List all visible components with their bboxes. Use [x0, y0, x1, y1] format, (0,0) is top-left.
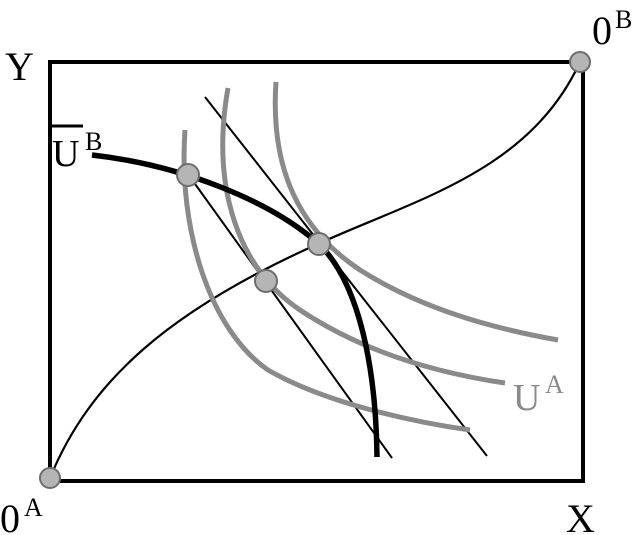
- ua-curve-1: [181, 129, 471, 433]
- origin-a-label: 0: [0, 496, 20, 535]
- ua-superscript: A: [545, 370, 564, 399]
- origin-b-label: 0: [592, 8, 612, 53]
- x-axis-label: X: [566, 496, 595, 535]
- point-origin-b: [569, 51, 591, 73]
- origin-a-superscript: A: [24, 493, 43, 522]
- ub-superscript: B: [85, 127, 102, 156]
- origin-b-superscript: B: [615, 5, 632, 34]
- budget-line-outer: [204, 96, 488, 457]
- ub-curve: [91, 152, 380, 458]
- box-frame: [48, 60, 585, 483]
- ub-label: U: [52, 133, 79, 175]
- ua-curve-2: [220, 87, 506, 386]
- ua-label: U: [513, 377, 540, 419]
- ua-curve-3: [272, 81, 559, 343]
- contract-curve: [48, 61, 581, 479]
- y-axis-label: Y: [5, 44, 34, 89]
- point-contract-inner: [254, 269, 278, 293]
- point-origin-a: [39, 467, 61, 489]
- point-ub-tangency: [176, 163, 200, 187]
- point-equilibrium: [307, 232, 331, 256]
- budget-line-inner: [184, 169, 393, 459]
